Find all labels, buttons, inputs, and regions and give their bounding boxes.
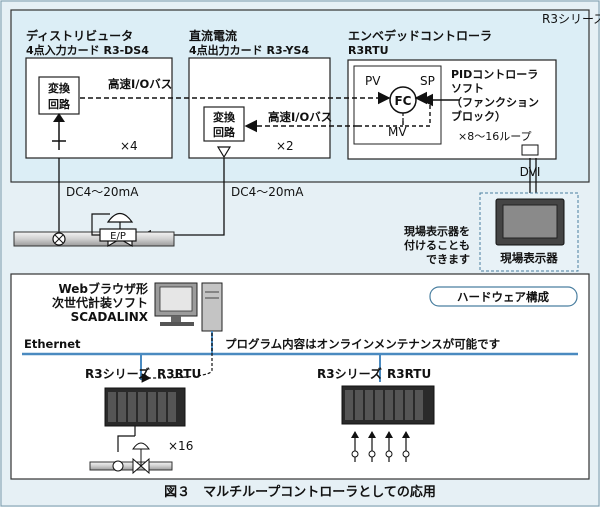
rtu-box (347, 59, 557, 160)
dvi-port (521, 144, 539, 156)
lower-frame (10, 273, 590, 480)
mv-label: MV (388, 125, 407, 139)
node1-rtu-label: R3RTU (157, 367, 201, 381)
card1-subtitle: 4点入力カード R3-DS4 (26, 43, 149, 57)
pv-label: PV (365, 74, 381, 88)
io-bus-label-2: 高速I/Oバス (268, 110, 332, 124)
node2-rtu-label: R3RTU (387, 367, 431, 381)
ep-label: E/P (110, 231, 126, 242)
node2-r3-label: R3シリーズ (317, 366, 382, 381)
process-pipe (13, 231, 175, 247)
card2-converter-l2: 回路 (213, 125, 236, 139)
r3-rack-1-icon (104, 387, 186, 427)
card1-converter (38, 76, 80, 115)
rtu-fc-frame (353, 65, 442, 145)
pid-soft-l2: ソフト (451, 82, 484, 95)
loop-count: ×8～16ループ (458, 130, 532, 143)
r3-rack-2-icon (341, 385, 435, 425)
card1-multiplier: ×4 (120, 139, 138, 153)
card2-multiplier: ×2 (276, 139, 294, 153)
scada-l1: Webブラウザ形 (58, 281, 148, 296)
pid-soft-l4: ブロック） (451, 109, 506, 123)
field-display-note-l1: 現場表示器を (404, 224, 470, 238)
field-display-note-l3: できます (426, 253, 470, 266)
loop-multiplier-lower: ×16 (168, 439, 193, 453)
fc-label: FC (394, 94, 411, 108)
lower-pipe (89, 461, 173, 471)
scada-l3: SCADALINX (71, 310, 149, 324)
field-sensor-group-icon (351, 431, 410, 462)
scada-l2: 次世代計装ソフト (52, 295, 148, 310)
hardware-config-label: ハードウェア構成 (457, 290, 549, 304)
field-display-label: 現場表示器 (500, 251, 558, 265)
pid-soft-l3: （ファンクション (451, 96, 539, 109)
dc-label-1: DC4～20mA (66, 185, 139, 199)
hardware-config-badge (429, 286, 578, 307)
pc-workstation-icon (154, 282, 223, 332)
online-maintenance-note: プログラム内容はオンラインメンテナンスが可能です (225, 337, 500, 351)
card2-converter-l1: 変換 (213, 110, 236, 124)
r3-series-label: R3シリーズ (542, 11, 600, 26)
card1-converter-l2: 回路 (48, 97, 71, 111)
rtu-subtitle: R3RTU (348, 44, 389, 57)
card2-subtitle: 4点出力カード R3-YS4 (189, 43, 309, 57)
field-display-note-l2: 付けることも (404, 238, 470, 252)
dc-label-2: DC4～20mA (231, 185, 304, 199)
rtu-title: エンベデッドコントローラ (348, 28, 492, 43)
ethernet-label: Ethernet (24, 337, 81, 351)
sp-label: SP (420, 74, 435, 88)
card2-converter (203, 106, 245, 142)
card2-title: 直流電流 (189, 28, 237, 43)
figure-caption: 図３ マルチループコントローラとしての応用 (164, 484, 436, 500)
card1-title: ディストリビュータ (26, 28, 133, 43)
card1-converter-l1: 変換 (48, 81, 71, 95)
io-bus-label-1: 高速I/Oバス (108, 77, 172, 91)
pid-soft-l1: PIDコントローラ (451, 68, 538, 81)
node1-r3-label: R3シリーズ (85, 366, 150, 381)
